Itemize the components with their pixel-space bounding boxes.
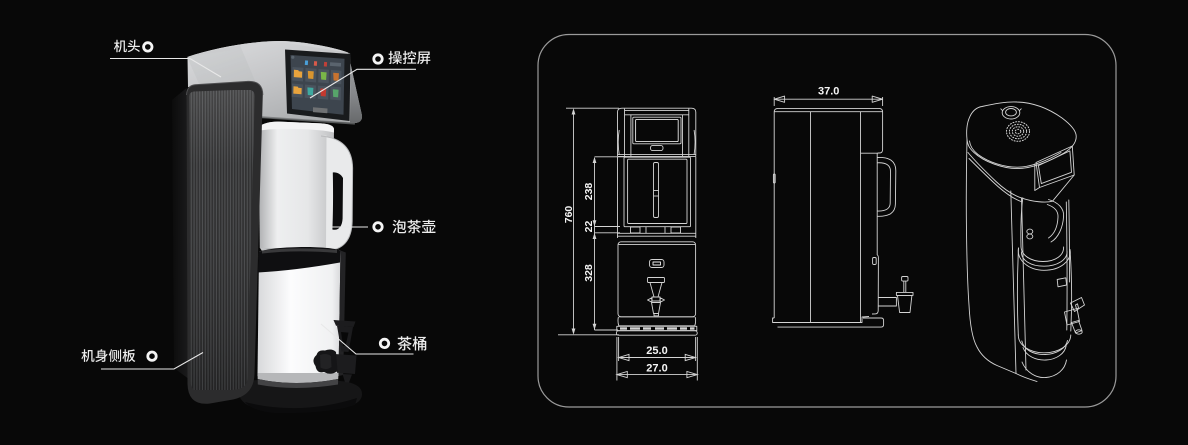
svg-text:238: 238 <box>583 183 595 201</box>
svg-text:760: 760 <box>563 206 575 224</box>
svg-text:27.0: 27.0 <box>646 362 667 374</box>
svg-text:22: 22 <box>583 221 595 233</box>
svg-text:328: 328 <box>583 264 595 282</box>
svg-text:25.0: 25.0 <box>646 345 667 357</box>
svg-text:37.0: 37.0 <box>818 86 839 98</box>
